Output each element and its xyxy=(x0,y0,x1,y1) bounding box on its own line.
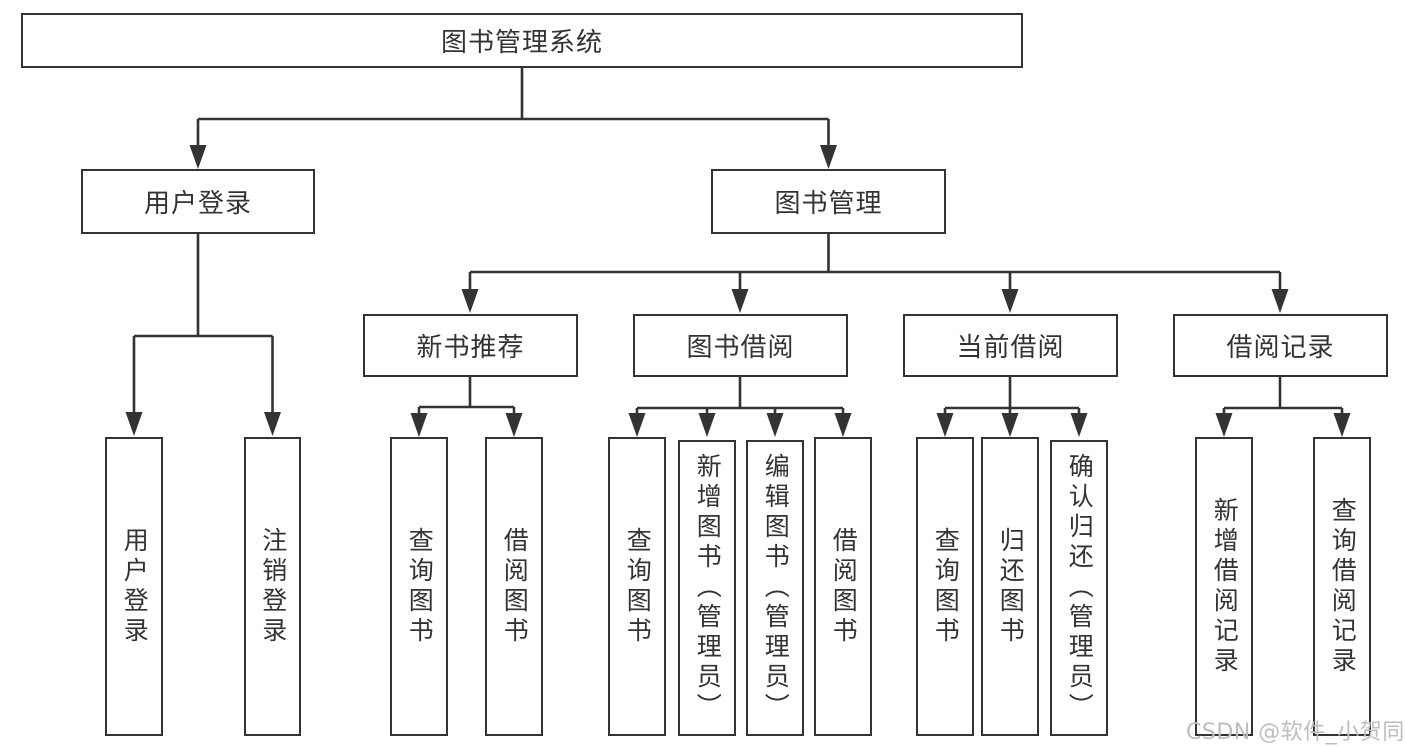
leaf-add-books-admin: 新增图书（管理员） xyxy=(678,440,736,736)
leaf-label: 编辑图书（管理员） xyxy=(761,453,791,723)
arrow-down-icon xyxy=(1001,413,1019,437)
leaf-label: 注销登录 xyxy=(258,526,288,647)
arrow-down-icon xyxy=(820,145,837,169)
connector-current-borrowing-branch xyxy=(936,377,1088,437)
leaf-add-borrow-record: 新增借阅记录 xyxy=(1195,437,1253,736)
connector-user-login-branch xyxy=(125,234,281,436)
leaf-query-books-recommend: 查询图书 xyxy=(390,437,448,736)
leaf-confirm-return-admin: 确认归还（管理员） xyxy=(1050,440,1108,736)
arrow-down-icon xyxy=(1001,289,1019,313)
arrow-down-icon xyxy=(1215,413,1233,437)
leaf-query-books-current: 查询图书 xyxy=(916,437,974,736)
leaf-label: 查询图书 xyxy=(931,526,961,647)
arrow-down-icon xyxy=(766,413,784,437)
connector-book-borrowing-branch xyxy=(628,377,852,437)
arrow-down-icon xyxy=(1333,413,1351,437)
leaf-logout: 注销登录 xyxy=(244,437,301,736)
arrow-down-icon xyxy=(698,413,716,437)
arrow-down-icon xyxy=(628,413,646,437)
leaf-label: 借阅图书 xyxy=(829,526,859,647)
csdn-watermark: CSDN @软件_小贺同学 xyxy=(1186,720,1405,745)
node-label: 借阅记录 xyxy=(1226,333,1335,363)
leaf-label: 用户登录 xyxy=(120,526,150,647)
connector-new-book-recommend-branch xyxy=(410,377,523,437)
node-new-book-recommend: 新书推荐 xyxy=(363,314,578,377)
leaf-label: 确认归还（管理员） xyxy=(1065,453,1095,723)
node-label: 图书管理系统 xyxy=(440,28,603,58)
leaf-label: 新增图书（管理员） xyxy=(693,453,723,723)
node-label: 图书借阅 xyxy=(686,333,795,363)
node-book-management: 图书管理 xyxy=(711,169,946,234)
leaf-label: 借阅图书 xyxy=(500,526,530,647)
leaf-query-books-borrowing: 查询图书 xyxy=(608,437,666,736)
node-borrowing-records: 借阅记录 xyxy=(1173,314,1388,377)
leaf-query-borrow-record: 查询借阅记录 xyxy=(1313,437,1371,736)
node-user-login: 用户登录 xyxy=(81,169,315,234)
leaf-user-login: 用户登录 xyxy=(105,437,163,736)
leaf-label: 新增借阅记录 xyxy=(1210,496,1240,677)
arrow-down-icon xyxy=(1271,289,1289,313)
leaf-edit-books-admin: 编辑图书（管理员） xyxy=(746,440,804,736)
leaf-borrow-books-borrowing: 借阅图书 xyxy=(814,437,872,736)
leaf-borrow-books-recommend: 借阅图书 xyxy=(485,437,543,736)
leaf-label: 查询借阅记录 xyxy=(1328,496,1358,677)
node-library-system: 图书管理系统 xyxy=(21,13,1023,68)
arrow-down-icon xyxy=(834,413,852,437)
node-label: 新书推荐 xyxy=(416,333,525,363)
arrow-down-icon xyxy=(505,413,523,437)
node-label: 用户登录 xyxy=(143,189,252,219)
arrow-down-icon xyxy=(125,412,143,436)
node-label: 图书管理 xyxy=(774,189,883,219)
leaf-label: 查询图书 xyxy=(623,526,653,647)
leaf-label: 查询图书 xyxy=(405,526,435,647)
connector-book-management-branch xyxy=(461,234,1289,313)
arrow-down-icon xyxy=(731,289,749,313)
node-book-borrowing: 图书借阅 xyxy=(633,314,848,377)
leaf-label: 归还图书 xyxy=(996,526,1026,647)
connector-borrowing-records-branch xyxy=(1215,377,1351,437)
leaf-return-books: 归还图书 xyxy=(981,437,1039,736)
connector-root-branch xyxy=(189,67,837,169)
arrow-down-icon xyxy=(264,412,281,436)
node-current-borrowing: 当前借阅 xyxy=(903,314,1118,377)
arrow-down-icon xyxy=(410,413,428,437)
node-label: 当前借阅 xyxy=(956,333,1065,363)
arrow-down-icon xyxy=(1070,413,1088,437)
arrow-down-icon xyxy=(189,145,207,169)
arrow-down-icon xyxy=(936,413,954,437)
arrow-down-icon xyxy=(461,289,479,313)
